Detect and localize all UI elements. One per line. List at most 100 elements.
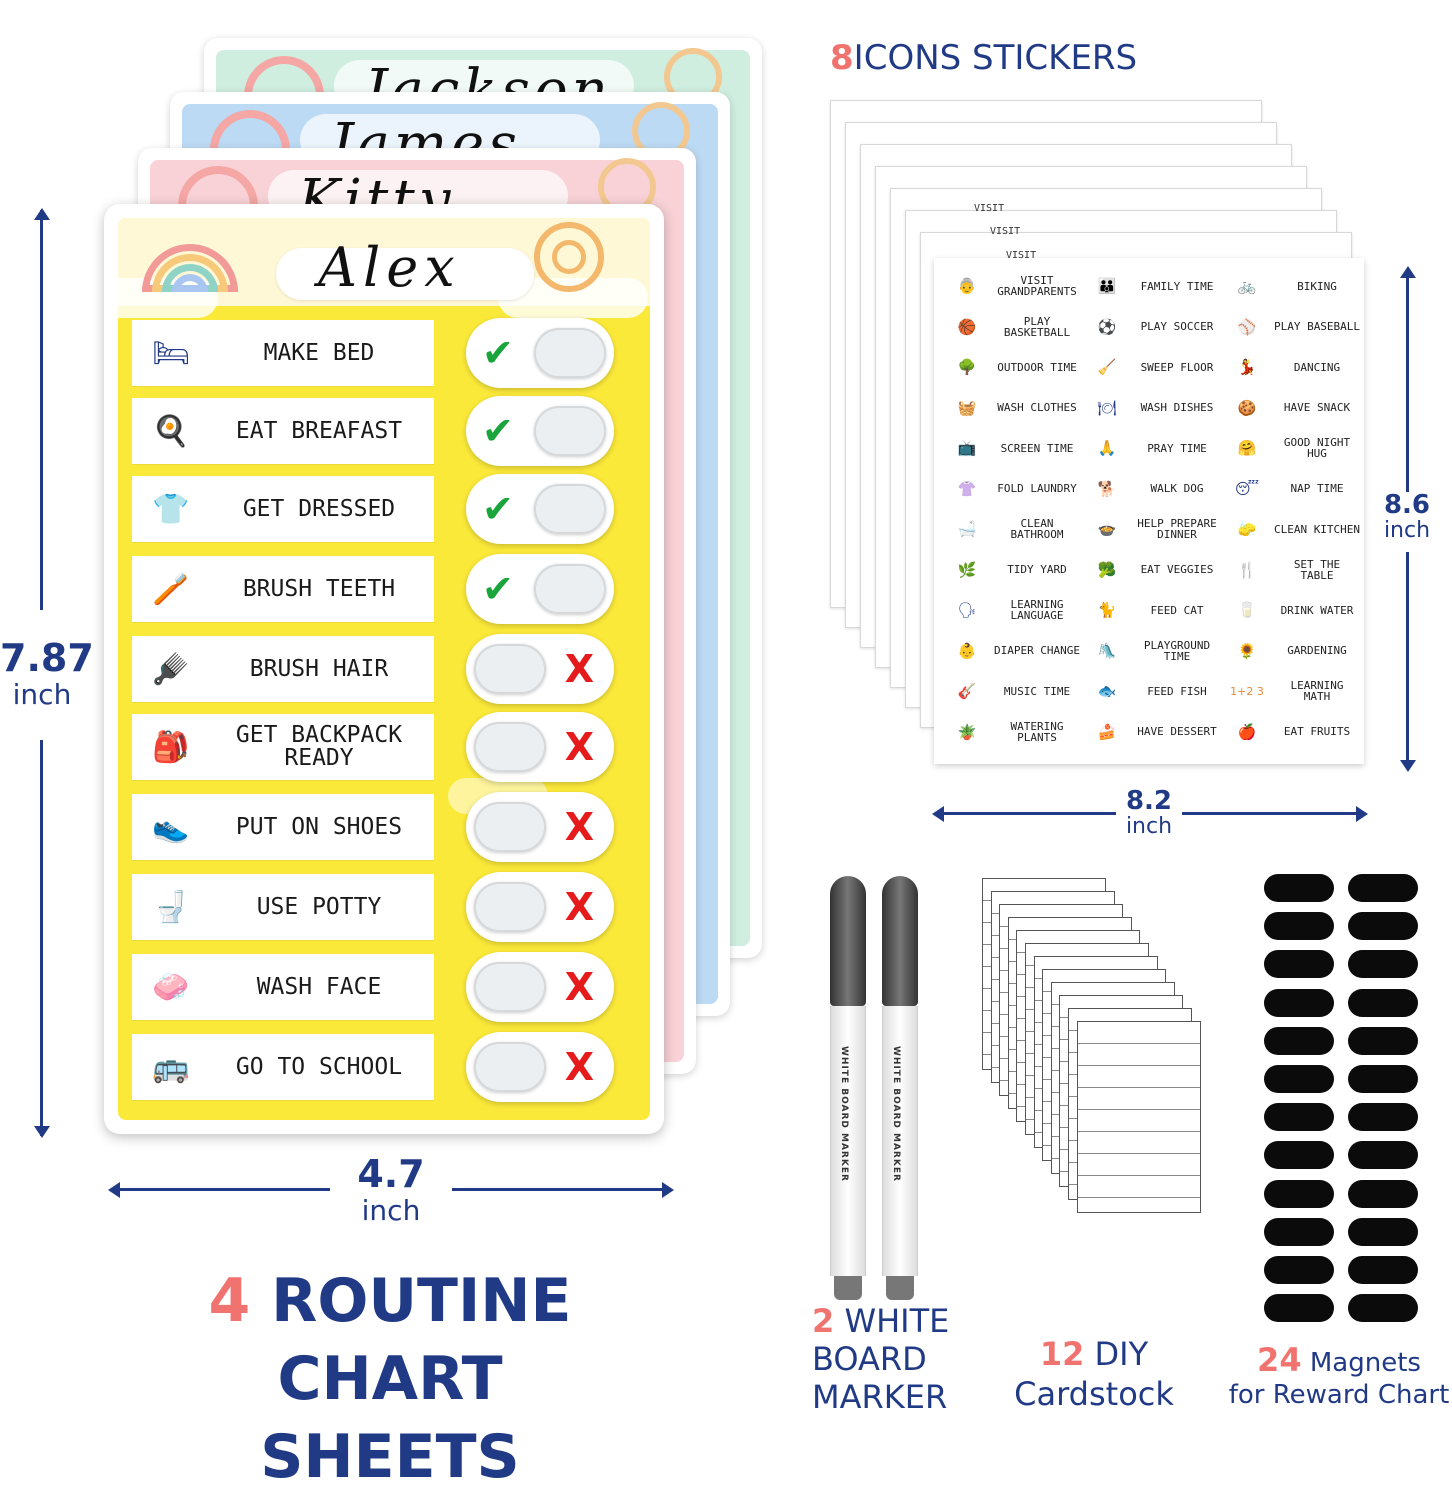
dimension-line: [1406, 270, 1409, 492]
dimension-line: [40, 740, 43, 1136]
sticker-label: PLAY BASKETBALL: [1003, 314, 1071, 339]
sticker-item: 👪FAMILY TIME: [1090, 268, 1230, 304]
sticker-label: FOLD LAUNDRY: [997, 482, 1077, 495]
slider-knob[interactable]: [534, 328, 606, 378]
family-icon: 👪: [1097, 277, 1117, 295]
slider-knob[interactable]: [534, 484, 606, 534]
veggies-icon: 🥦: [1097, 560, 1117, 579]
cardstock-caption: 12 DIY Cardstock: [1014, 1335, 1174, 1413]
task-slider-toggle[interactable]: X: [466, 712, 614, 782]
baseball-icon: ⚾: [1237, 317, 1257, 336]
slider-knob[interactable]: [534, 406, 606, 456]
magnet-piece: [1348, 1065, 1418, 1093]
slider-knob[interactable]: [474, 882, 546, 932]
sticker-label: NAP TIME: [1290, 482, 1344, 495]
sticker-item: 🧺WASH CLOTHES: [950, 390, 1090, 426]
sticker-item: 🍽 WASH DISHES: [1090, 390, 1230, 426]
sticker-item: 🌻 GARDENING: [1230, 633, 1370, 669]
task-slider-toggle[interactable]: X: [466, 872, 614, 942]
sticker-label: SCREEN TIME: [1000, 441, 1074, 455]
sticker-label: EAT FRUITS: [1283, 725, 1351, 738]
task-row: 🎒GET BACKPACK READY: [132, 714, 434, 780]
task-slider-toggle[interactable]: ✔: [466, 396, 614, 466]
sticker-item: 🎸MUSIC TIME: [950, 673, 1090, 709]
task-row: 👟 PUT ON SHOES: [132, 794, 434, 860]
sticker-label: CLEAN KITCHEN: [1273, 522, 1361, 536]
check-icon: ✔: [482, 567, 514, 611]
child-name: Alex: [318, 236, 461, 299]
task-label: PUT ON SHOES: [235, 813, 403, 840]
sticker-item: ⚾PLAY BASEBALL: [1230, 309, 1370, 345]
task-slider-toggle[interactable]: ✔: [466, 318, 614, 388]
outdoor-icon: 🌳: [957, 358, 977, 376]
task-slider-toggle[interactable]: ✔: [466, 554, 614, 624]
task-slider-toggle[interactable]: X: [466, 952, 614, 1022]
sticker-label: HAVE SNACK: [1283, 401, 1351, 414]
cardstock-sheet: [1076, 1021, 1201, 1213]
magnet-piece: [1348, 1179, 1418, 1208]
sticker-item: 🍎 EAT FRUITS: [1230, 714, 1370, 750]
sticker-label: WALK DOG: [1150, 482, 1204, 495]
sheet-partial-label: VISIT: [990, 226, 1021, 237]
shoes-icon: 👟: [152, 809, 190, 845]
slider-knob[interactable]: [474, 1042, 546, 1092]
magnet-piece: [1348, 874, 1418, 902]
dishes-icon: 🍽: [1097, 398, 1117, 417]
laundry-icon: 🧺: [957, 398, 977, 417]
card-height-value: 7.87: [0, 636, 94, 680]
sticker-item: 🚲BIKING: [1230, 268, 1370, 304]
fish-icon: 🐟: [1097, 682, 1117, 700]
slider-knob[interactable]: [474, 644, 546, 694]
slider-knob[interactable]: [474, 962, 546, 1012]
magnet-piece: [1348, 1103, 1418, 1132]
magnet-piece: [1264, 988, 1334, 1017]
sticker-item: 🐕 WALK DOG: [1090, 471, 1230, 507]
marker-label: WHITE BOARD MARKER: [839, 1046, 849, 1182]
clothes-icon: 👕: [152, 491, 190, 527]
arrow-down-icon: [34, 1126, 50, 1138]
sticker-item: ⚽PLAY SOCCER: [1090, 309, 1230, 345]
arrow-right-icon: [1356, 806, 1368, 822]
sticker-label: WASH DISHES: [1140, 401, 1214, 414]
potty-icon: 🚽: [152, 889, 190, 925]
check-icon: ✔: [482, 331, 514, 375]
magnet-piece: [1348, 1217, 1418, 1246]
diaper-icon: 👶: [957, 641, 977, 660]
magnet-piece: [1264, 1026, 1334, 1055]
snack-icon: 🍪: [1237, 398, 1257, 417]
task-slider-toggle[interactable]: ✔: [466, 474, 614, 544]
hairbrush-icon: 🪮: [152, 651, 190, 687]
markers-caption: 2 WHITE BOARD MARKER: [812, 1302, 950, 1416]
magnet-piece: [1264, 1103, 1334, 1132]
sticker-item: 🛝PLAYGROUND TIME: [1090, 633, 1230, 669]
sticker-label: GARDENING: [1287, 644, 1347, 657]
breakfast-icon: 🍳: [152, 413, 190, 449]
name-field[interactable]: [276, 248, 534, 300]
sticker-item: 📺SCREEN TIME: [950, 430, 1090, 466]
fruits-icon: 🍎: [1237, 722, 1257, 741]
slider-knob[interactable]: [474, 802, 546, 852]
sticker-item: 👵VISIT GRANDPARENTS: [950, 268, 1090, 304]
task-slider-toggle[interactable]: X: [466, 792, 614, 862]
dog-icon: 🐕: [1097, 479, 1117, 498]
task-slider-toggle[interactable]: X: [466, 1032, 614, 1102]
backpack-icon: 🎒: [152, 729, 190, 765]
sticker-item: 🛁CLEAN BATHROOM: [950, 511, 1090, 547]
sun-icon: [534, 222, 604, 292]
sticker-item: 🍲HELP PREPARE DINNER: [1090, 511, 1230, 547]
whiteboard-marker: WHITE BOARD MARKER: [830, 876, 866, 1300]
garden-icon: 🌻: [1237, 641, 1257, 660]
dimension-line: [40, 210, 43, 610]
card-height-unit: inch: [12, 678, 72, 711]
sheet-height-unit: inch: [1383, 518, 1431, 543]
magnet-piece: [1264, 950, 1334, 979]
sticker-item: 🧽CLEAN KITCHEN: [1230, 511, 1370, 547]
task-slider-toggle[interactable]: X: [466, 634, 614, 704]
sticker-item: 🌳OUTDOOR TIME: [950, 349, 1090, 385]
sticker-label: DRINK WATER: [1280, 603, 1354, 617]
slider-knob[interactable]: [474, 722, 546, 772]
task-label: BRUSH HAIR: [249, 655, 389, 682]
task-label: GET DRESSED: [242, 495, 396, 522]
slider-knob[interactable]: [534, 564, 606, 614]
table-icon: 🍴: [1237, 560, 1257, 579]
